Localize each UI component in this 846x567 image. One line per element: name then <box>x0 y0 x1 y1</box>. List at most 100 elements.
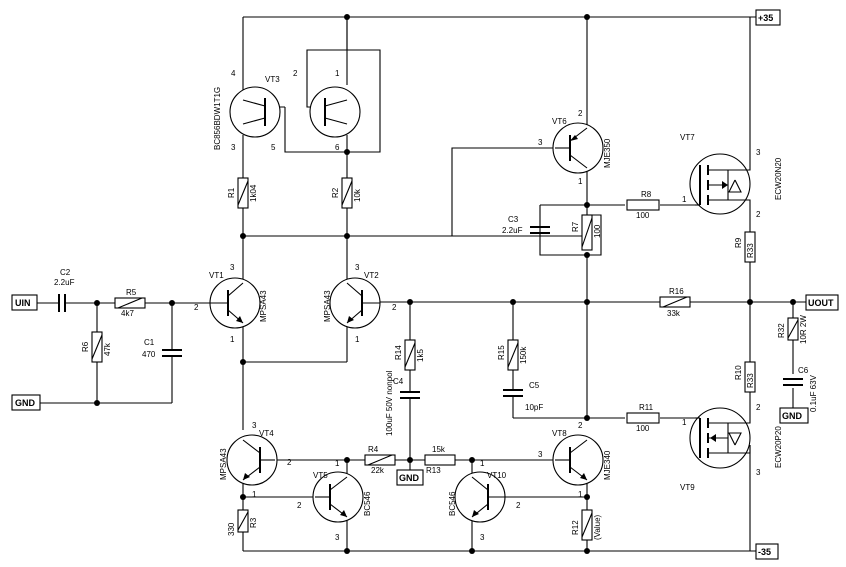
vt5-pin2: 2 <box>297 501 302 510</box>
transistor-vt2[interactable]: VT2 MPSA43 3 2 1 <box>323 263 397 344</box>
resistor-r10[interactable]: R10 R33 <box>734 361 756 393</box>
port-uin-label: UIN <box>15 298 31 308</box>
transistor-vt10[interactable]: VT10 BC546 1 2 3 <box>448 459 521 542</box>
port-gnd-in[interactable]: GND <box>11 394 41 411</box>
r15-ref: R15 <box>497 345 506 360</box>
vt4-pin2: 2 <box>287 458 292 467</box>
vt1-part: MPSA43 <box>259 290 268 322</box>
transistor-vt9[interactable]: VT9 ECW20P20 2 1 3 <box>680 403 783 492</box>
resistor-r11[interactable]: R11 100 <box>626 403 660 433</box>
vt8-pin2: 2 <box>578 421 583 430</box>
resistor-r5[interactable]: R5 4k7 <box>114 288 146 318</box>
junctions <box>94 14 796 554</box>
vt3-pin6: 6 <box>335 143 340 152</box>
capacitor-c2[interactable]: C2 2.2uF <box>54 268 75 312</box>
resistor-r2[interactable]: R2 10k <box>331 177 362 209</box>
vt2-pin2: 2 <box>392 303 397 312</box>
r9-ref: R9 <box>734 237 743 248</box>
vt10-pin3: 3 <box>480 533 485 542</box>
resistor-r3[interactable]: R3 330 <box>227 509 258 536</box>
vt1-pin1: 1 <box>230 335 235 344</box>
port-uin[interactable]: UIN <box>11 294 38 311</box>
vt6-pin1: 1 <box>578 177 583 186</box>
r13-ref: R13 <box>426 466 441 475</box>
wires <box>37 16 806 552</box>
r8-ref: R8 <box>641 190 652 199</box>
vt6-pin3: 3 <box>538 138 543 147</box>
vt6-ref: VT6 <box>552 117 567 126</box>
vt7-pin2: 2 <box>756 210 761 219</box>
r12-ref: R12 <box>571 520 580 535</box>
vt5-part: BC546 <box>363 491 372 516</box>
resistor-r14[interactable]: R14 1k5 <box>394 339 425 371</box>
r2-ref: R2 <box>331 187 340 198</box>
port-vpos[interactable]: +35 <box>755 9 781 26</box>
vt9-pin3: 3 <box>756 468 761 477</box>
r3-value: 330 <box>227 522 236 536</box>
port-uout-label: UOUT <box>808 298 834 308</box>
capacitor-c5[interactable]: C5 10pF <box>503 381 543 412</box>
c1-ref: C1 <box>144 338 155 347</box>
transistor-vt3[interactable]: VT3 BC856BDW1T1G 4 3 2 1 5 6 <box>213 69 361 152</box>
resistor-r4[interactable]: R4 22k <box>364 445 396 475</box>
transistor-vt4[interactable]: VT4 MPSA43 3 2 1 <box>219 421 292 499</box>
vt8-pin3: 3 <box>538 450 543 459</box>
vt3-pin1: 1 <box>335 69 340 78</box>
vt4-pin3: 3 <box>252 421 257 430</box>
vt1-pin2: 2 <box>194 303 199 312</box>
resistor-r12[interactable]: R12 (Value) <box>571 509 602 541</box>
vt3-pin4: 4 <box>231 69 236 78</box>
vt9-part: ECW20P20 <box>774 426 783 468</box>
resistor-r9[interactable]: R9 R33 <box>734 231 756 263</box>
vt2-pin1: 1 <box>355 335 360 344</box>
vt7-pin1: 1 <box>682 195 687 204</box>
vt9-ref: VT9 <box>680 483 695 492</box>
vt3-pin2: 2 <box>293 69 298 78</box>
transistor-vt6[interactable]: VT6 MJE350 2 3 1 <box>538 109 612 186</box>
port-uout[interactable]: UOUT <box>805 294 839 311</box>
port-gnd-out[interactable]: GND <box>779 407 809 424</box>
vt9-pin2: 2 <box>756 403 761 412</box>
vt7-part: ECW20N20 <box>774 157 783 200</box>
transistor-vt1[interactable]: VT1 MPSA43 3 2 1 <box>194 263 268 344</box>
r5-ref: R5 <box>126 288 137 297</box>
c4-value: 100uF 50V nonpol <box>385 370 394 436</box>
r10-value: R33 <box>746 373 755 388</box>
resistor-r15[interactable]: R15 150k <box>497 339 528 371</box>
r13-value: 15k <box>432 445 446 454</box>
resistor-r13[interactable]: 15k R13 <box>424 445 456 475</box>
resistor-r6[interactable]: R6 47k <box>81 331 112 363</box>
r14-value: 1k5 <box>416 349 425 362</box>
vt8-pin1: 1 <box>578 490 583 499</box>
port-gnd-out-label: GND <box>782 411 803 421</box>
capacitor-c6[interactable]: C6 0.1uF 63V <box>783 366 818 412</box>
c3-value: 2.2uF <box>502 226 523 235</box>
capacitor-c1[interactable]: C1 470 <box>142 338 182 359</box>
r16-ref: R16 <box>669 287 684 296</box>
resistor-r32[interactable]: R32 10R 2W <box>777 315 808 344</box>
vt4-pin1: 1 <box>252 490 257 499</box>
capacitor-c4[interactable]: C4 100uF 50V nonpol <box>385 370 420 436</box>
c4-ref: C4 <box>393 377 404 386</box>
vt10-pin1: 1 <box>480 459 485 468</box>
vt1-ref: VT1 <box>209 271 224 280</box>
capacitor-c3[interactable]: C3 2.2uF <box>502 215 550 235</box>
resistor-r7[interactable]: R7 100 <box>571 214 602 251</box>
transistor-vt5[interactable]: VT5 BC546 1 2 3 <box>297 459 372 542</box>
vt5-pin3: 3 <box>335 533 340 542</box>
resistor-r1[interactable]: R1 1k04 <box>227 177 258 209</box>
resistor-r8[interactable]: R8 100 <box>626 190 660 220</box>
c2-ref: C2 <box>60 268 71 277</box>
r10-ref: R10 <box>734 365 743 380</box>
port-gnd-mid[interactable]: GND <box>396 469 424 486</box>
c3-ref: C3 <box>508 215 519 224</box>
r8-value: 100 <box>636 211 650 220</box>
r7-value: 100 <box>593 224 602 238</box>
vt3-pin5: 5 <box>271 143 276 152</box>
resistor-r16[interactable]: R16 33k <box>659 287 691 318</box>
r5-value: 4k7 <box>121 309 134 318</box>
port-vneg[interactable]: -35 <box>755 543 779 560</box>
transistor-vt7[interactable]: VT7 ECW20N20 3 1 2 <box>680 133 783 219</box>
transistor-vt8[interactable]: VT8 MJE340 2 3 1 <box>538 421 612 499</box>
